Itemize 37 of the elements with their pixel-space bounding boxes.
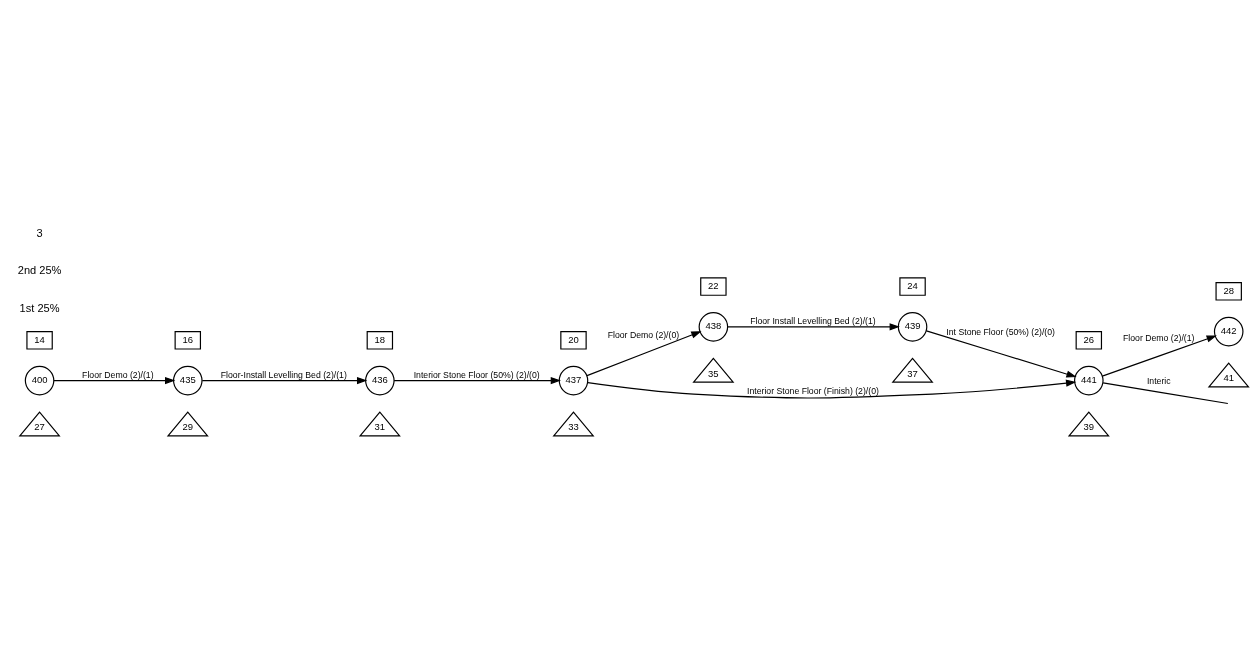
node-circle: 437 [558, 365, 589, 396]
node-box: 18 [366, 331, 394, 350]
edge-label: Floor Demo (2)/(1) [1123, 332, 1195, 343]
node-circle: 441 [1074, 365, 1104, 396]
edge-label: Interior Stone Floor (Finish) (2)/(0) [747, 385, 879, 396]
node-box: 28 [1215, 282, 1242, 301]
arrow [393, 377, 561, 385]
node-circle: 439 [897, 312, 928, 342]
arrow [925, 330, 1077, 378]
edge-label: Floor-Install Levelling Bed (2)/(1) [220, 370, 347, 381]
node-circle: 435 [172, 365, 203, 396]
edge-label: Interior Stone Floor (50%) (2)/(0) [413, 370, 540, 381]
arrow [53, 377, 176, 385]
node-box: 22 [700, 277, 727, 296]
node-box: 26 [1075, 331, 1103, 350]
edge-label: Floor Demo (2)/(0) [607, 329, 680, 340]
node-box: 14 [26, 331, 53, 350]
node-box: 20 [560, 331, 587, 350]
connector [1102, 382, 1229, 405]
edge-label: Floor Install Levelling Bed (2)/(1) [750, 316, 876, 327]
label: 2nd 25% [17, 264, 62, 277]
arrow [201, 377, 368, 385]
node-box: 24 [899, 277, 926, 296]
arrow [587, 379, 1077, 399]
node-circle: 400 [24, 365, 55, 396]
node-circle: 436 [365, 365, 395, 396]
label: 1st 25% [19, 301, 60, 314]
node-box: 16 [174, 331, 202, 350]
node-circle: 438 [698, 312, 729, 342]
node-circle: 442 [1213, 316, 1244, 347]
arrow [586, 331, 702, 377]
edge-label: Interic [1146, 376, 1171, 387]
edge-label: Floor Demo (2)/(1) [82, 370, 154, 381]
edge-label: Int Stone Floor (50%) (2)/(0) [946, 327, 1056, 338]
arrow [1101, 335, 1217, 377]
label: 3 [36, 227, 43, 240]
arrow [727, 323, 900, 331]
